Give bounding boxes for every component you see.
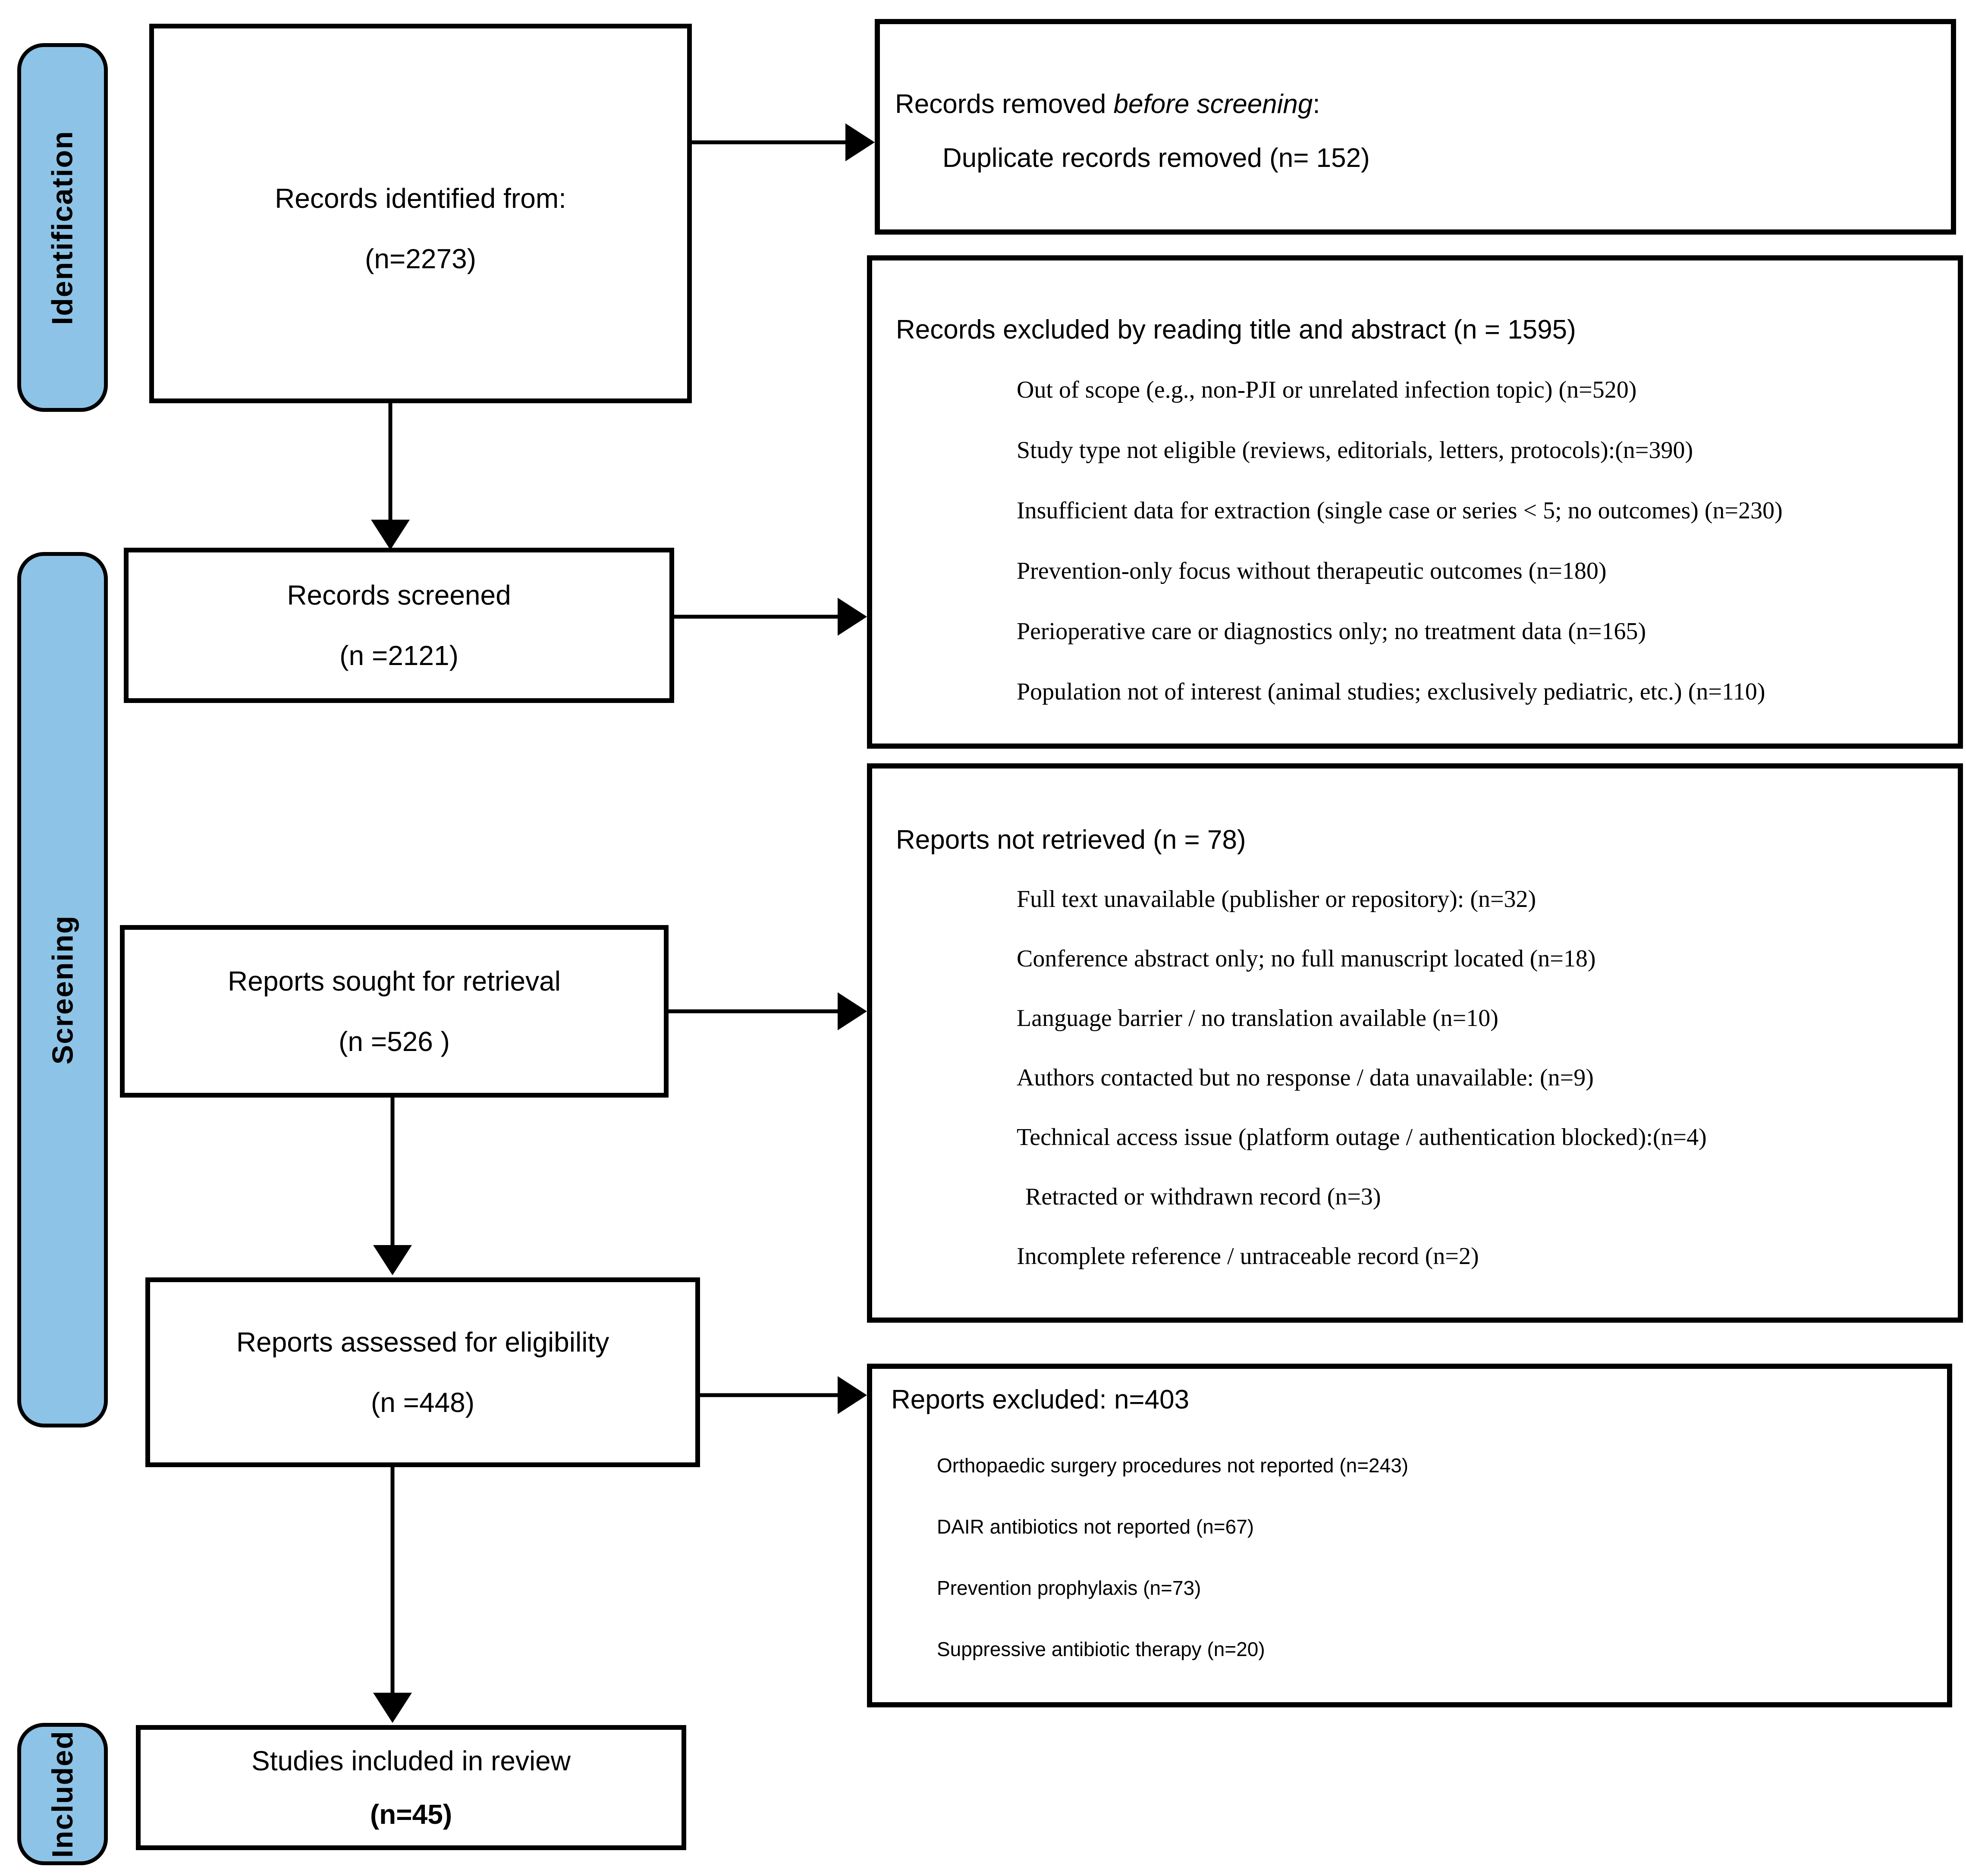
box-reports-sought: Reports sought for retrieval (n =526 ) (120, 925, 669, 1098)
arrow-head-down-icon (373, 1693, 412, 1723)
excluded-item: Prevention-only focus without therapeuti… (1017, 558, 1607, 584)
arrow-screened-to-excluded (674, 598, 867, 636)
records-removed-title: Records removed before screening: (895, 89, 1934, 119)
duplicate-records-item: Duplicate records removed (n= 152) (942, 143, 1370, 173)
arrow-sought-to-assessed (373, 1098, 412, 1275)
reports-excluded-item: Suppressive antibiotic therapy (n=20) (937, 1638, 1265, 1660)
stage-bar-included-label: Included (46, 1730, 79, 1858)
arrow-head-right-icon (838, 992, 867, 1030)
records-screened-label: Records screened (287, 580, 511, 611)
records-screened-count: (n =2121) (339, 640, 459, 671)
not-retrieved-item: Authors contacted but no response / data… (1017, 1064, 1594, 1091)
not-retrieved-item: Conference abstract only; no full manusc… (1017, 945, 1596, 972)
not-retrieved-item: Technical access issue (platform outage … (1017, 1124, 1707, 1151)
records-excluded-title: Records excluded by reading title and ab… (896, 315, 1576, 345)
box-reports-assessed: Reports assessed for eligibility (n =448… (145, 1277, 700, 1467)
records-identified-count: (n=2273) (365, 243, 476, 274)
reports-sought-label: Reports sought for retrieval (228, 966, 561, 997)
box-reports-not-retrieved: Reports not retrieved (n = 78) Full text… (867, 763, 1963, 1323)
not-retrieved-title: Reports not retrieved (n = 78) (896, 825, 1246, 855)
reports-excluded-item: Orthopaedic surgery procedures not repor… (937, 1454, 1409, 1477)
arrow-assessed-to-reports-excluded (700, 1376, 867, 1414)
box-records-removed: Records removed before screening: Duplic… (875, 19, 1956, 235)
stage-bar-included: Included (17, 1723, 108, 1865)
stage-bar-screening: Screening (17, 552, 108, 1427)
not-retrieved-item: Incomplete reference / untraceable recor… (1017, 1243, 1479, 1270)
stage-bar-identification: Identification (17, 43, 108, 412)
reports-excluded-title: Reports excluded: n=403 (891, 1385, 1190, 1415)
records-removed-title-suffix: : (1313, 89, 1320, 119)
reports-assessed-count: (n =448) (371, 1387, 475, 1418)
box-records-excluded-title-abstract: Records excluded by reading title and ab… (867, 255, 1963, 749)
records-identified-label: Records identified from: (275, 183, 566, 214)
studies-included-count: (n=45) (370, 1799, 452, 1830)
arrow-shaft (674, 615, 841, 619)
records-removed-title-italic: before screening (1113, 89, 1313, 119)
excluded-item: Insufficient data for extraction (single… (1017, 497, 1783, 524)
box-records-identified: Records identified from: (n=2273) (149, 24, 692, 403)
arrow-sought-to-not-retrieved (669, 992, 867, 1030)
arrow-head-right-icon (838, 598, 867, 636)
arrow-identified-to-removed (692, 123, 875, 161)
excluded-item: Out of scope (e.g., non-PJI or unrelated… (1017, 376, 1637, 403)
box-records-screened: Records screened (n =2121) (124, 548, 674, 703)
arrow-head-down-icon (373, 1245, 412, 1275)
excluded-item: Population not of interest (animal studi… (1017, 678, 1765, 705)
arrow-shaft (692, 140, 849, 144)
arrow-shaft (390, 1098, 395, 1249)
arrow-identified-to-screened (371, 403, 410, 550)
records-removed-title-prefix: Records removed (895, 89, 1114, 119)
arrow-shaft (390, 1467, 395, 1696)
not-retrieved-item: Language barrier / no translation availa… (1017, 1005, 1498, 1032)
studies-included-label: Studies included in review (251, 1745, 571, 1776)
stage-bar-identification-label: Identification (46, 130, 79, 325)
excluded-item: Study type not eligible (reviews, editor… (1017, 437, 1693, 464)
arrow-assessed-to-included (373, 1467, 412, 1723)
arrow-head-right-icon (838, 1376, 867, 1414)
excluded-item: Perioperative care or diagnostics only; … (1017, 618, 1646, 645)
arrow-head-down-icon (371, 520, 410, 550)
not-retrieved-item: Full text unavailable (publisher or repo… (1017, 886, 1536, 913)
reports-assessed-label: Reports assessed for eligibility (236, 1327, 609, 1358)
reports-excluded-item: Prevention prophylaxis (n=73) (937, 1577, 1201, 1599)
arrow-shaft (669, 1009, 841, 1013)
stage-bar-screening-label: Screening (46, 915, 79, 1065)
not-retrieved-item: Retracted or withdrawn record (n=3) (1025, 1183, 1381, 1210)
arrow-shaft (388, 403, 393, 523)
box-studies-included: Studies included in review (n=45) (136, 1725, 686, 1850)
arrow-head-right-icon (845, 123, 875, 161)
reports-excluded-item: DAIR antibiotics not reported (n=67) (937, 1515, 1254, 1538)
arrow-shaft (700, 1393, 841, 1397)
reports-sought-count: (n =526 ) (339, 1026, 450, 1057)
box-reports-excluded: Reports excluded: n=403 Orthopaedic surg… (867, 1364, 1952, 1707)
